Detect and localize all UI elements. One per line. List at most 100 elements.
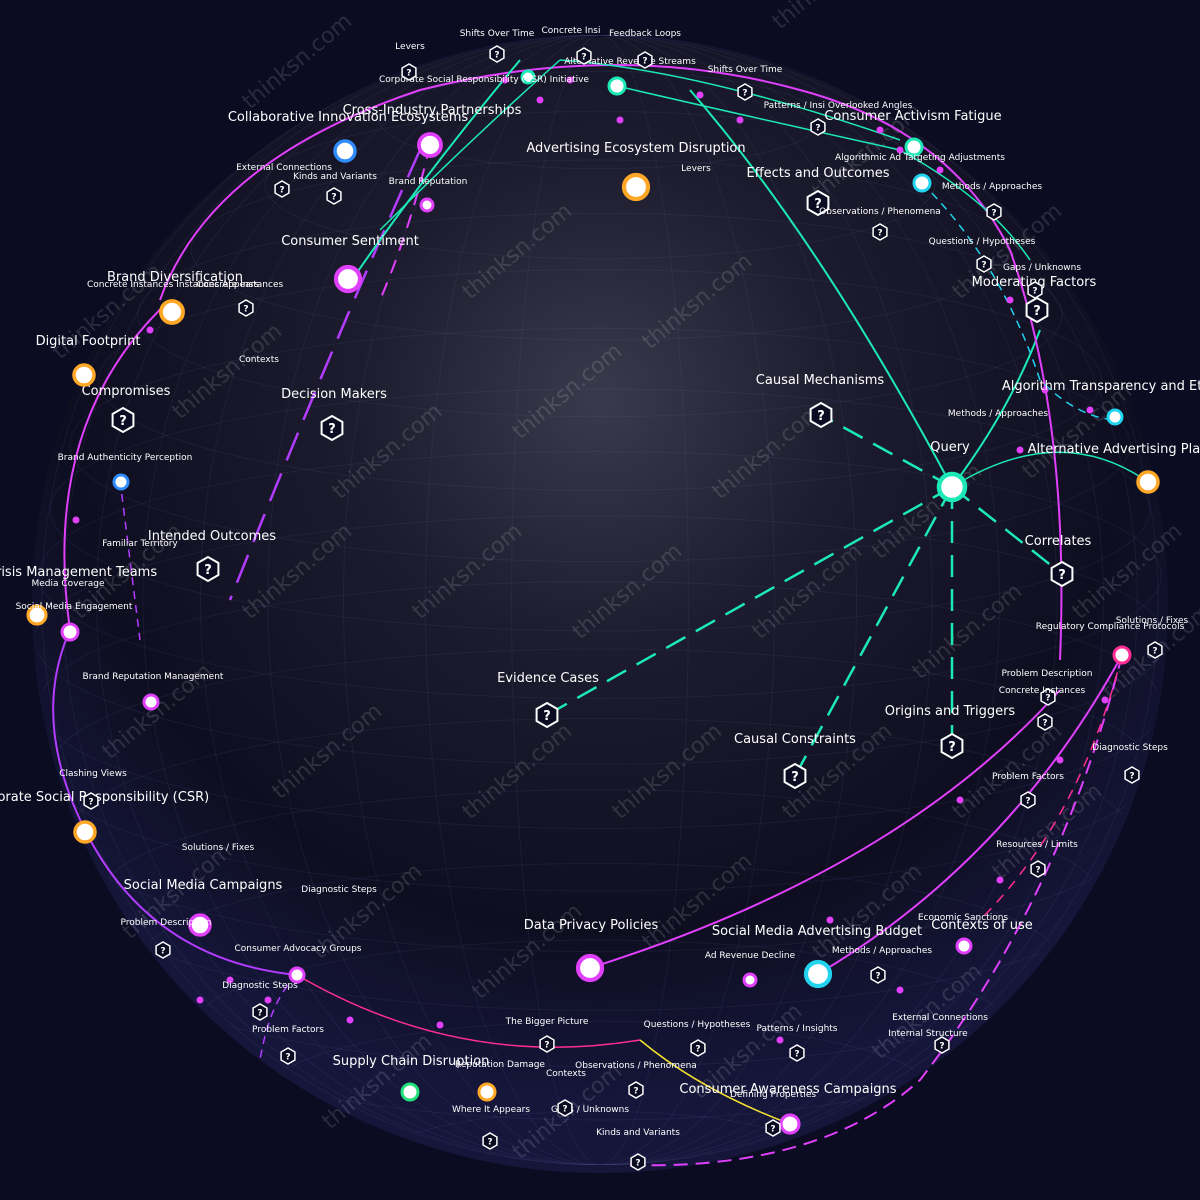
facet-label-text: Diagnostic Steps (1092, 743, 1168, 753)
facet-label[interactable]: Observations / Phenomena? (819, 207, 941, 241)
node-circle-icon (1106, 408, 1124, 426)
node-alt-ad-platforms[interactable]: Alternative Advertising Platforms (1028, 442, 1200, 494)
facet-hexagon-icon: ? (155, 941, 171, 959)
node-brand-rep-mgmt[interactable]: Brand Reputation Management (83, 672, 224, 711)
facet-label-text: Media Coverage (31, 579, 104, 589)
edge-dot (876, 126, 884, 134)
facet-hexagon-icon: ? (637, 51, 653, 69)
facet-label[interactable]: Solutions / Fixes (182, 843, 255, 853)
facet-label[interactable]: Concrete Insi? (542, 26, 601, 65)
facet-label[interactable]: Problem Description? (121, 918, 212, 959)
node-decision-makers[interactable]: ?Decision Makers (281, 387, 387, 442)
node-causal-mechanisms[interactable]: ?Causal Mechanisms (756, 373, 885, 429)
node-origins-triggers[interactable]: ?Origins and Triggers (885, 704, 1016, 760)
node-compromises[interactable]: ?Compromises (82, 384, 171, 434)
node-brand-reputation[interactable]: Brand Reputation (389, 177, 468, 213)
facet-label[interactable]: Patterns / Insights? (756, 1024, 838, 1062)
node-csr[interactable]: Corporate Social Responsibility (CSR) (0, 790, 209, 844)
facet-label[interactable]: Media Coverage (31, 579, 104, 589)
node-evidence-cases[interactable]: ?Evidence Cases (497, 671, 599, 729)
facet-label[interactable]: Questions / Hypotheses? (644, 1020, 751, 1057)
facet-label[interactable]: External Connections? (892, 1013, 988, 1054)
facet-label[interactable]: Kinds and Variants? (596, 1128, 680, 1171)
facet-label[interactable]: Shifts Over Time? (708, 65, 783, 101)
svg-text:?: ? (695, 1045, 700, 1055)
node-brand-diversification[interactable]: Brand Diversification (107, 270, 243, 325)
facet-label[interactable]: Concrete Instances? (999, 686, 1086, 731)
facet-hexagon-icon: ? (482, 1132, 498, 1150)
node-algo-targeting[interactable]: Algorithmic Ad Targeting Adjustments (835, 153, 1005, 193)
facet-label[interactable]: Levers (681, 164, 711, 174)
facet-label[interactable]: Patterns / Insi Overlooked Angles? (764, 101, 913, 136)
facet-label[interactable]: The Bigger Picture? (505, 1017, 589, 1053)
facet-label[interactable]: Shifts Over Time? (460, 29, 535, 63)
node-alt-revenue[interactable]: Alternative Revenue Streams (564, 57, 696, 96)
node-consumer-sentiment[interactable]: Consumer Sentiment (281, 234, 419, 294)
facet-label[interactable]: Methods / Approaches? (832, 946, 932, 984)
node-consumer-awareness[interactable]: Consumer Awareness Campaigns (679, 1082, 897, 1135)
node-intended-outcomes[interactable]: ?Intended Outcomes (148, 529, 276, 583)
facet-label[interactable]: Diagnostic Steps (301, 885, 377, 895)
facet-label[interactable]: Where It Appears? (452, 1105, 530, 1150)
facet-label[interactable]: Kinds and Variants? (293, 172, 377, 205)
edge-dot (1006, 296, 1014, 304)
node-correlates[interactable]: ?Correlates (1025, 534, 1092, 588)
facet-label[interactable]: Economic Sanctions (918, 913, 1009, 923)
facet-label[interactable]: Observations / Phenomena? (575, 1061, 697, 1099)
facet-label[interactable]: Concrete Instances? (197, 280, 284, 317)
facet-label[interactable]: Contexts (239, 355, 279, 365)
facet-label[interactable]: Diagnostic Steps? (1092, 743, 1168, 784)
node-supply-chain[interactable]: Supply Chain Disruption (333, 1054, 490, 1102)
svg-text:?: ? (633, 1087, 638, 1097)
node-query[interactable]: Query (930, 440, 970, 503)
node-consumer-advocacy[interactable]: Consumer Advocacy Groups (235, 944, 362, 984)
node-circle-icon (1112, 645, 1132, 665)
facet-label[interactable]: Methods / Approaches (948, 409, 1048, 419)
facet-label[interactable]: Diagnostic Steps? (222, 981, 298, 1021)
node-social-campaigns[interactable]: Social Media Campaigns (124, 878, 283, 937)
node-activism-fatigue[interactable]: Consumer Activism Fatigue (824, 109, 1002, 157)
facet-label[interactable]: Clashing Views? (59, 769, 127, 810)
facet-label[interactable]: Problem Factors? (992, 772, 1064, 809)
facet-label[interactable]: Solutions / Fixes? (1116, 616, 1189, 659)
node-algo-transparency[interactable]: Algorithm Transparency and Ethics (1002, 379, 1200, 426)
facet-label[interactable]: Concrete Instances Instances Appears (87, 280, 259, 290)
facet-label[interactable]: Familiar Territory (102, 539, 178, 549)
node-social-engagement[interactable]: Social Media Engagement (16, 602, 133, 642)
facet-label[interactable]: Methods / Approaches? (942, 182, 1042, 221)
facet-label[interactable]: Problem Description? (1002, 669, 1093, 706)
edge-dot (776, 1036, 784, 1044)
facet-label[interactable]: Defining Properties? (730, 1090, 816, 1137)
facet-label[interactable]: Internal Structure (888, 1029, 968, 1039)
node-ad-ecosystem[interactable]: Advertising Ecosystem Disruption (526, 141, 746, 202)
node-brand-authenticity[interactable]: Brand Authenticity Perception (58, 453, 193, 491)
node-ad-revenue-decline[interactable]: Ad Revenue Decline (705, 951, 796, 988)
facet-label[interactable]: Gaps / Unknowns? (1003, 263, 1081, 299)
node-causal-constraints[interactable]: ?Causal Constraints (734, 732, 856, 790)
node-regulatory[interactable]: Regulatory Compliance Protocols (1036, 622, 1185, 665)
facet-label[interactable]: Problem Factors? (252, 1025, 324, 1065)
facet-label[interactable]: External Connections? (236, 163, 332, 198)
node-social-budget[interactable]: Social Media Advertising Budget (712, 924, 922, 989)
node-csr-initiative[interactable]: Corporate Social Responsibility (CSR) In… (379, 69, 589, 85)
node-effects-outcomes[interactable]: ?Effects and Outcomes (746, 166, 890, 217)
node-reputation-damage[interactable]: Reputation Damage (455, 1060, 545, 1102)
outer-arc-edge (589, 689, 1061, 969)
node-label: Origins and Triggers (885, 704, 1016, 719)
facet-label[interactable]: Feedback Loops? (609, 29, 681, 69)
facet-label[interactable]: Contexts (546, 1069, 586, 1079)
node-collab-innovation[interactable]: Collaborative Innovation Ecosystems (228, 110, 469, 163)
facet-label[interactable]: Levers? (395, 42, 425, 81)
node-crisis-teams[interactable]: Crisis Management Teams (0, 565, 157, 626)
node-contexts-of-use[interactable]: Contexts of use (931, 918, 1033, 955)
node-data-privacy[interactable]: Data Privacy Policies (524, 918, 659, 983)
question-hexagon-icon: ? (196, 555, 220, 583)
facet-label[interactable]: Questions / Hypotheses? (929, 237, 1036, 273)
facet-label[interactable]: Gaps / Unknowns? (551, 1099, 629, 1117)
facet-label-text: External Connections (892, 1013, 988, 1023)
node-label: Advertising Ecosystem Disruption (526, 141, 745, 156)
facet-label[interactable]: Resources / Limits? (996, 840, 1078, 878)
node-digital-footprint[interactable]: Digital Footprint (36, 334, 141, 387)
node-cross-industry[interactable]: Cross-Industry Partnerships (343, 103, 522, 158)
